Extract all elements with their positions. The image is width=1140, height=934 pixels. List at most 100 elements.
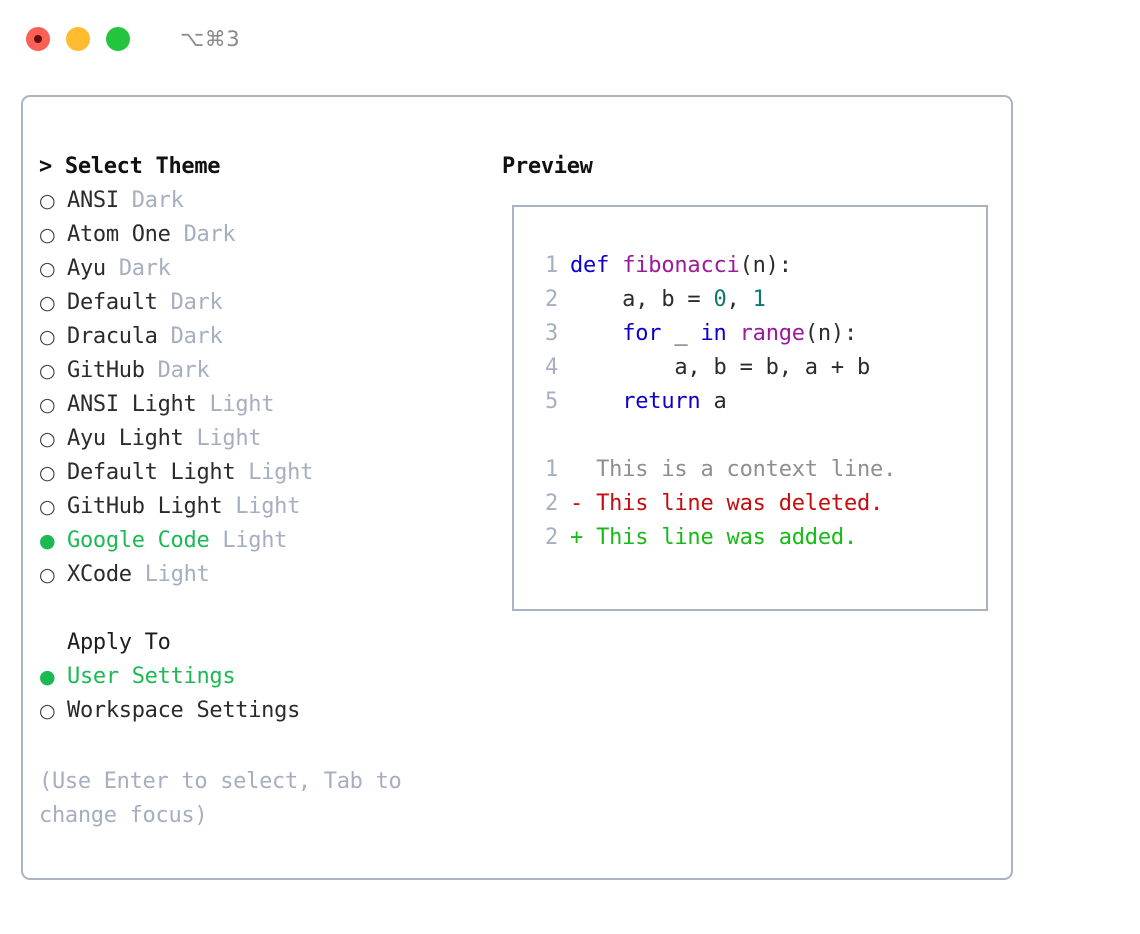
code-line-text: a, b = 0, 1 <box>570 283 766 317</box>
apply-to-header: Apply To <box>67 630 171 655</box>
theme-option-ayu[interactable]: ○ Ayu Dark <box>39 252 489 286</box>
code-line-text: for _ in range(n): <box>570 317 857 351</box>
theme-option-label: Default Light <box>67 460 236 485</box>
code-line: 2 a, b = 0, 1 <box>530 283 896 317</box>
preview-title: Preview <box>502 154 593 179</box>
theme-option-label: ANSI Light <box>67 392 197 417</box>
code-token: , <box>726 287 753 312</box>
radio-unselected-icon: ○ <box>39 326 56 348</box>
theme-variant-badge: Light <box>144 562 210 587</box>
radio-unselected-icon: ○ <box>39 564 56 586</box>
code-line-text: - This line was deleted. <box>570 487 883 521</box>
theme-variant-badge: Dark <box>157 358 210 383</box>
theme-option-github[interactable]: ○ GitHub Dark <box>39 354 489 388</box>
select-theme-header: > Select Theme <box>39 154 221 179</box>
radio-unselected-icon: ○ <box>39 224 56 246</box>
line-number: 2 <box>544 491 558 516</box>
code-line-text: + This line was added. <box>570 521 857 555</box>
theme-variant-badge: Light <box>222 528 288 553</box>
code-token: return <box>622 389 701 414</box>
code-token: fibonacci <box>622 253 740 278</box>
apply-to-option-user-settings[interactable]: ●User Settings <box>39 660 489 694</box>
line-number: 2 <box>544 525 558 550</box>
code-token: 1 <box>752 287 766 312</box>
radio-unselected-icon: ○ <box>39 394 56 416</box>
theme-option-label: GitHub Light <box>67 494 223 519</box>
preview-pane: Preview <box>502 150 982 184</box>
theme-option-ansi-light[interactable]: ○ ANSI Light Light <box>39 388 489 422</box>
radio-unselected-icon: ○ <box>39 462 56 484</box>
radio-selected-icon: ● <box>39 530 56 552</box>
theme-variant-badge: Light <box>196 426 262 451</box>
line-number: 2 <box>544 287 558 312</box>
code-token: def <box>570 253 623 278</box>
code-token: + This line was added. <box>570 525 857 550</box>
theme-option-label: Atom One <box>67 222 171 247</box>
code-line: 2 - This line was deleted. <box>530 487 896 521</box>
code-line: 5 return a <box>530 385 896 419</box>
radio-unselected-icon: ○ <box>39 190 56 212</box>
code-token: _ <box>661 321 701 346</box>
code-line: 4 a, b = b, a + b <box>530 351 896 385</box>
maximize-button[interactable] <box>106 27 130 51</box>
code-token: (n): <box>739 253 792 278</box>
theme-variant-badge: Dark <box>183 222 236 247</box>
theme-option-label: Dracula <box>67 324 158 349</box>
close-button[interactable] <box>26 27 50 51</box>
code-token: 0 <box>713 287 727 312</box>
code-line <box>530 419 896 453</box>
radio-unselected-icon: ○ <box>39 428 56 450</box>
code-line: 1 This is a context line. <box>530 453 896 487</box>
radio-unselected-icon: ○ <box>39 258 56 280</box>
theme-variant-badge: Light <box>235 494 301 519</box>
title-bar: ⌥⌘3 <box>0 0 1140 78</box>
code-line-text: This is a context line. <box>570 453 896 487</box>
code-token <box>727 321 740 346</box>
code-line-text: def fibonacci(n): <box>570 249 792 283</box>
code-token <box>570 321 622 346</box>
radio-unselected-icon: ○ <box>39 496 56 518</box>
code-line-text: return a <box>570 385 727 419</box>
code-token: - This line was deleted. <box>570 491 884 516</box>
theme-option-label: Default <box>67 290 158 315</box>
line-number: 1 <box>544 253 558 278</box>
theme-variant-badge: Dark <box>170 324 223 349</box>
theme-variant-badge: Light <box>209 392 275 417</box>
theme-variant-badge: Dark <box>170 290 223 315</box>
line-number: 4 <box>544 355 558 380</box>
theme-option-dracula[interactable]: ○ Dracula Dark <box>39 320 489 354</box>
radio-unselected-icon: ○ <box>39 700 56 722</box>
radio-selected-icon: ● <box>39 666 56 688</box>
code-token: for <box>622 321 662 346</box>
code-line: 2 + This line was added. <box>530 521 896 555</box>
code-token: range <box>739 321 805 346</box>
code-line: 1 def fibonacci(n): <box>530 249 896 283</box>
theme-variant-badge: Dark <box>118 256 171 281</box>
minimize-button[interactable] <box>66 27 90 51</box>
theme-option-github-light[interactable]: ○ GitHub Light Light <box>39 490 489 524</box>
apply-to-option-workspace-settings[interactable]: ○Workspace Settings <box>39 694 489 728</box>
theme-option-atom-one[interactable]: ○ Atom One Dark <box>39 218 489 252</box>
code-token: a, b = <box>570 287 714 312</box>
theme-variant-badge: Dark <box>131 188 184 213</box>
code-line-text <box>570 419 583 453</box>
code-line: 3 for _ in range(n): <box>530 317 896 351</box>
list-spacer <box>39 592 489 626</box>
theme-option-label: GitHub <box>67 358 145 383</box>
theme-option-label: Ayu <box>67 256 106 281</box>
radio-unselected-icon: ○ <box>39 360 56 382</box>
apply-to-option-list[interactable]: ●User Settings○Workspace Settings <box>39 660 489 728</box>
code-token: (n): <box>804 321 858 346</box>
keyboard-shortcut-label: ⌥⌘3 <box>180 27 241 51</box>
